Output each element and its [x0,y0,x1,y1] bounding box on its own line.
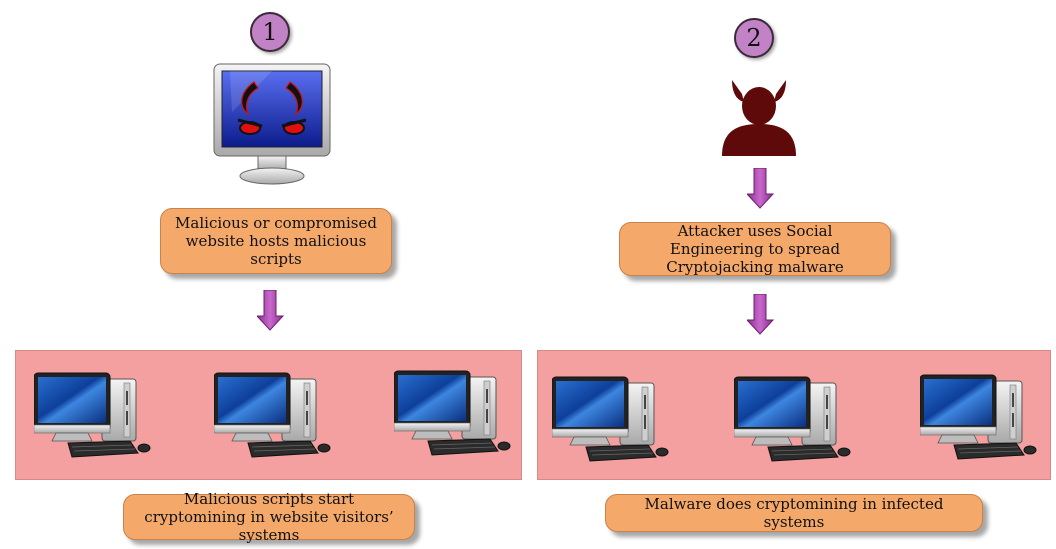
result-box-left-text: Malicious scripts start cryptomining in … [144,490,394,544]
devil-attacker-icon [718,78,800,158]
result-box-right-text: Malware does cryptomining in infected sy… [644,495,944,531]
victim-systems-panel-right [537,350,1051,480]
down-arrow-icon [257,290,285,334]
desktop-computer-icon [394,367,514,459]
down-arrow-icon [747,168,775,212]
desktop-computer-icon [920,371,1040,463]
step-number-label: 2 [746,24,762,52]
step-number-1: 1 [250,12,290,52]
down-arrow-icon [747,294,775,338]
source-box-right: Attacker uses Social Engineering to spre… [619,222,891,276]
step-number-2: 2 [734,18,774,58]
source-box-left-text: Malicious or compromised website hosts m… [175,214,377,268]
result-box-left: Malicious scripts start cryptomining in … [123,490,415,544]
desktop-computer-icon [214,369,334,461]
evil-monitor-icon [212,62,334,188]
result-box-right: Malware does cryptomining in infected sy… [605,494,983,532]
source-box-right-text: Attacker uses Social Engineering to spre… [666,222,844,276]
desktop-computer-icon [734,373,854,465]
desktop-computer-icon [34,369,154,461]
step-number-label: 1 [262,18,278,46]
source-box-left: Malicious or compromised website hosts m… [160,208,392,274]
desktop-computer-icon [552,373,672,465]
victim-systems-panel-left [15,350,522,480]
